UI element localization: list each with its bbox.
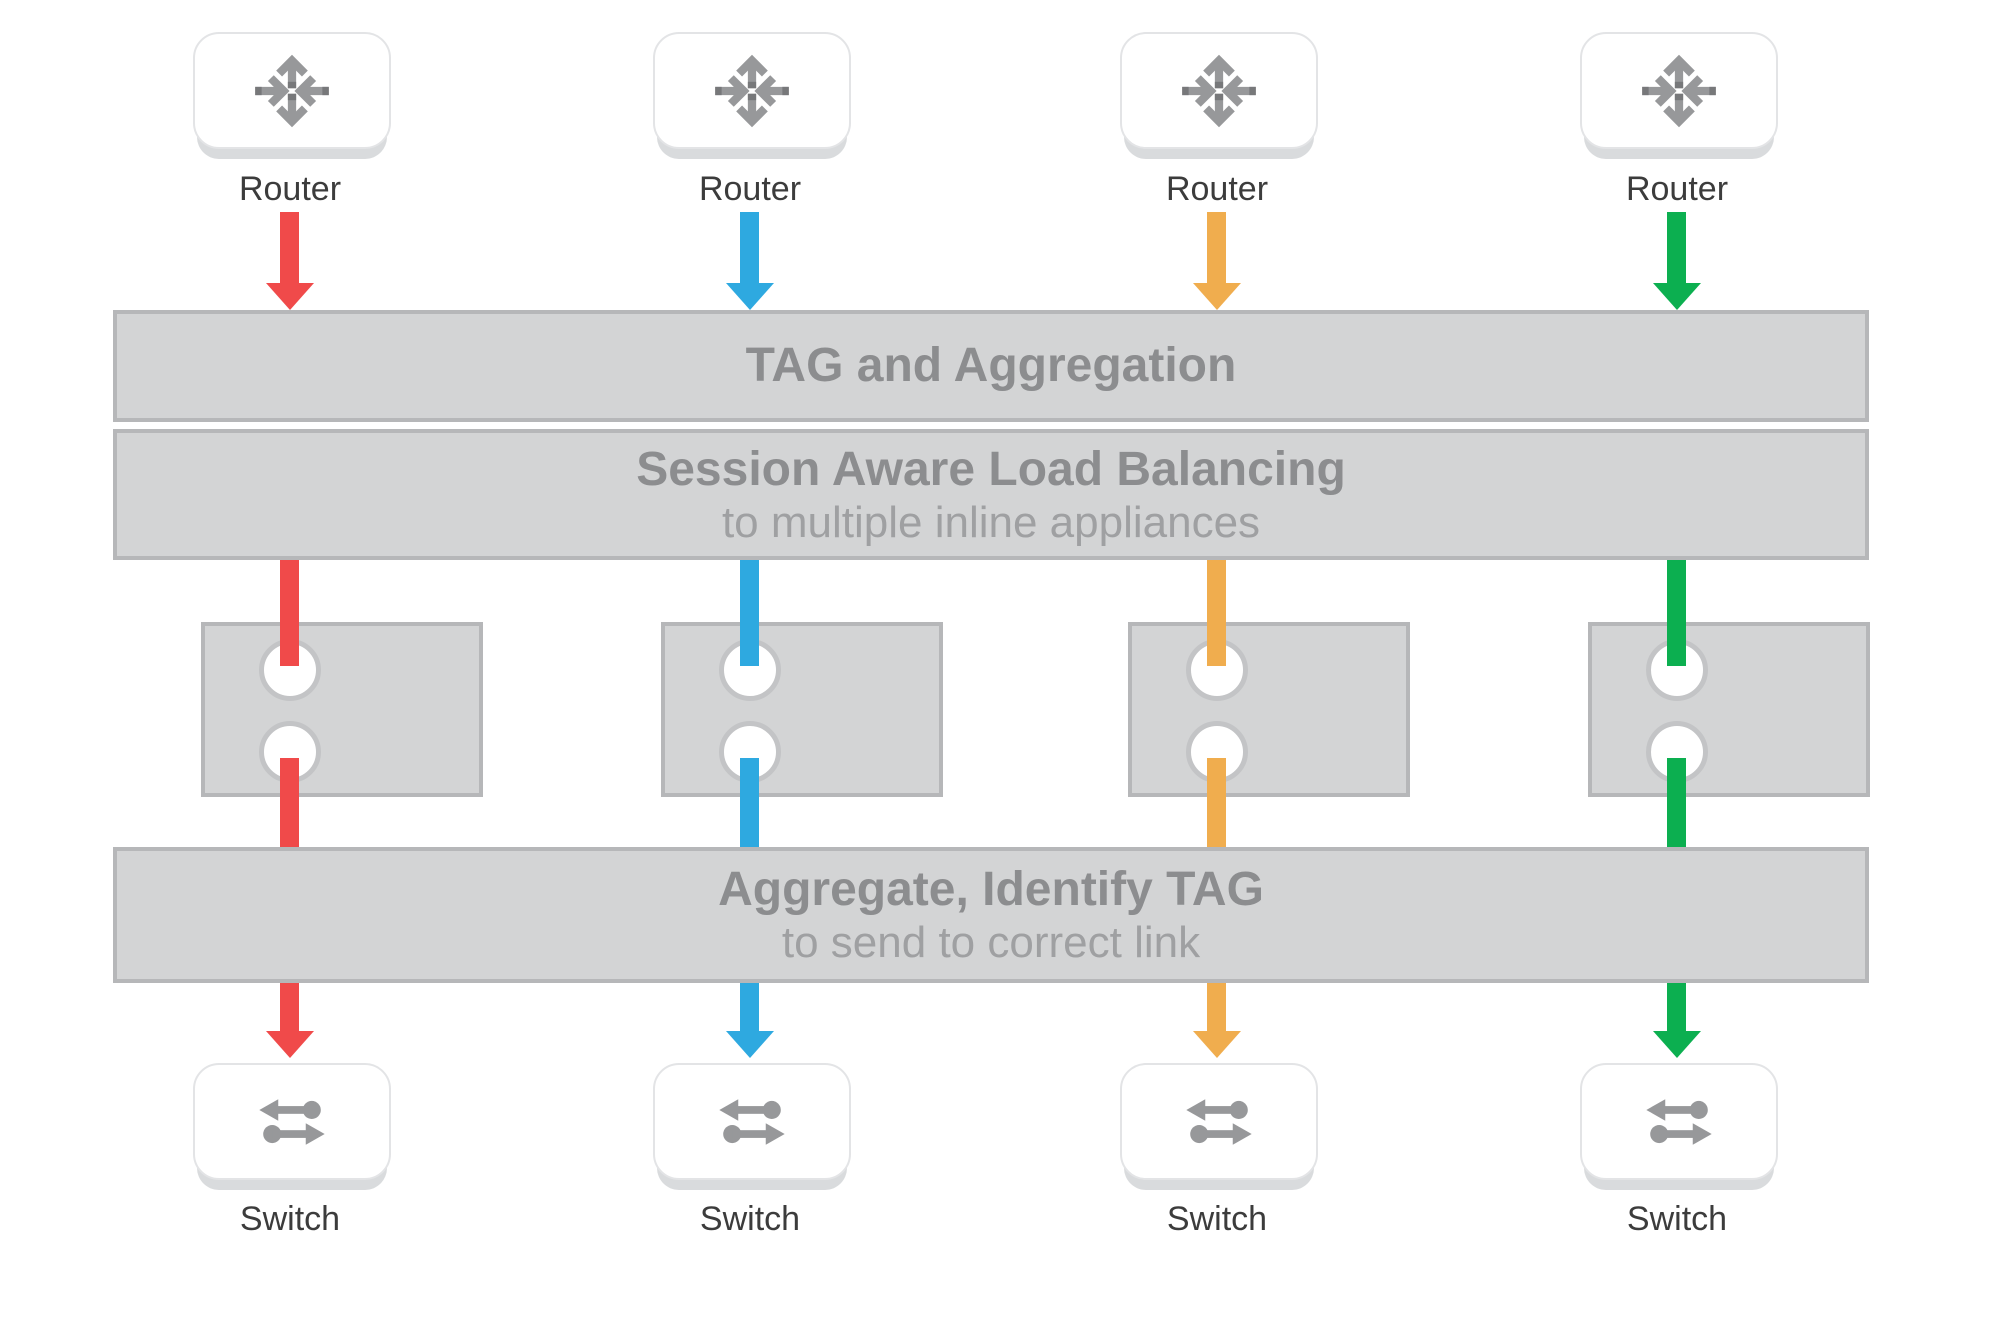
router-label: Router xyxy=(238,170,342,208)
band-tag-title: TAG and Aggregation xyxy=(745,339,1237,392)
band-to-appliance-line xyxy=(1667,560,1686,666)
router-to-band-arrowhead-icon xyxy=(1653,283,1701,310)
band-agg-subtitle: to send to correct link xyxy=(781,918,1201,967)
band-to-switch-arrow-shaft xyxy=(1207,983,1226,1031)
switch-label: Switch xyxy=(1166,1200,1268,1238)
band-to-appliance-line xyxy=(740,560,759,666)
router-label: Router xyxy=(1625,170,1729,208)
router-node xyxy=(1120,32,1318,149)
router-to-band-arrowhead-icon xyxy=(1193,283,1241,310)
band-to-switch-arrow-shaft xyxy=(280,983,299,1031)
switch-node xyxy=(1580,1063,1778,1180)
switch-node xyxy=(1120,1063,1318,1180)
switch-icon xyxy=(1186,1098,1252,1145)
appliance-to-band-line xyxy=(740,758,759,847)
router-node xyxy=(193,32,391,149)
band-slb-subtitle: to multiple inline appliances xyxy=(721,497,1261,547)
switch-label: Switch xyxy=(1626,1200,1728,1238)
router-label: Router xyxy=(1165,170,1269,208)
band-to-appliance-line xyxy=(1207,560,1226,666)
inline-appliance-box-3 xyxy=(1128,622,1410,797)
router-node xyxy=(1580,32,1778,149)
band-to-switch-arrowhead-icon xyxy=(266,1031,314,1058)
switch-icon xyxy=(259,1098,325,1145)
appliance-to-band-line xyxy=(280,758,299,847)
switch-label: Switch xyxy=(239,1200,341,1238)
router-to-band-arrow-shaft xyxy=(1667,212,1686,283)
appliance-to-band-line xyxy=(1207,758,1226,847)
band-to-appliance-line xyxy=(280,560,299,666)
band-to-switch-arrow-shaft xyxy=(1667,983,1686,1031)
router-to-band-arrow-shaft xyxy=(1207,212,1226,283)
band-aggregate-identify: Aggregate, Identify TAG to send to corre… xyxy=(113,847,1869,983)
router-icon xyxy=(1182,54,1256,127)
band-to-switch-arrow-shaft xyxy=(740,983,759,1031)
band-session-load-balancing: Session Aware Load Balancing to multiple… xyxy=(113,429,1869,560)
switch-icon xyxy=(719,1098,785,1145)
switch-label: Switch xyxy=(699,1200,801,1238)
band-to-switch-arrowhead-icon xyxy=(1653,1031,1701,1058)
band-agg-title: Aggregate, Identify TAG xyxy=(718,863,1264,916)
router-to-band-arrowhead-icon xyxy=(726,283,774,310)
switch-node xyxy=(653,1063,851,1180)
router-label: Router xyxy=(698,170,802,208)
inline-appliance-box-2 xyxy=(661,622,943,797)
router-to-band-arrow-shaft xyxy=(740,212,759,283)
band-slb-title: Session Aware Load Balancing xyxy=(636,442,1346,496)
router-icon xyxy=(255,54,329,127)
inline-appliance-box-4 xyxy=(1588,622,1870,797)
band-tag-aggregation: TAG and Aggregation xyxy=(113,310,1869,422)
router-icon xyxy=(1642,54,1716,127)
band-to-switch-arrowhead-icon xyxy=(726,1031,774,1058)
router-node xyxy=(653,32,851,149)
appliance-to-band-line xyxy=(1667,758,1686,847)
router-to-band-arrowhead-icon xyxy=(266,283,314,310)
switch-node xyxy=(193,1063,391,1180)
router-to-band-arrow-shaft xyxy=(280,212,299,283)
switch-icon xyxy=(1646,1098,1712,1145)
router-icon xyxy=(715,54,789,127)
inline-appliance-box-1 xyxy=(201,622,483,797)
band-to-switch-arrowhead-icon xyxy=(1193,1031,1241,1058)
